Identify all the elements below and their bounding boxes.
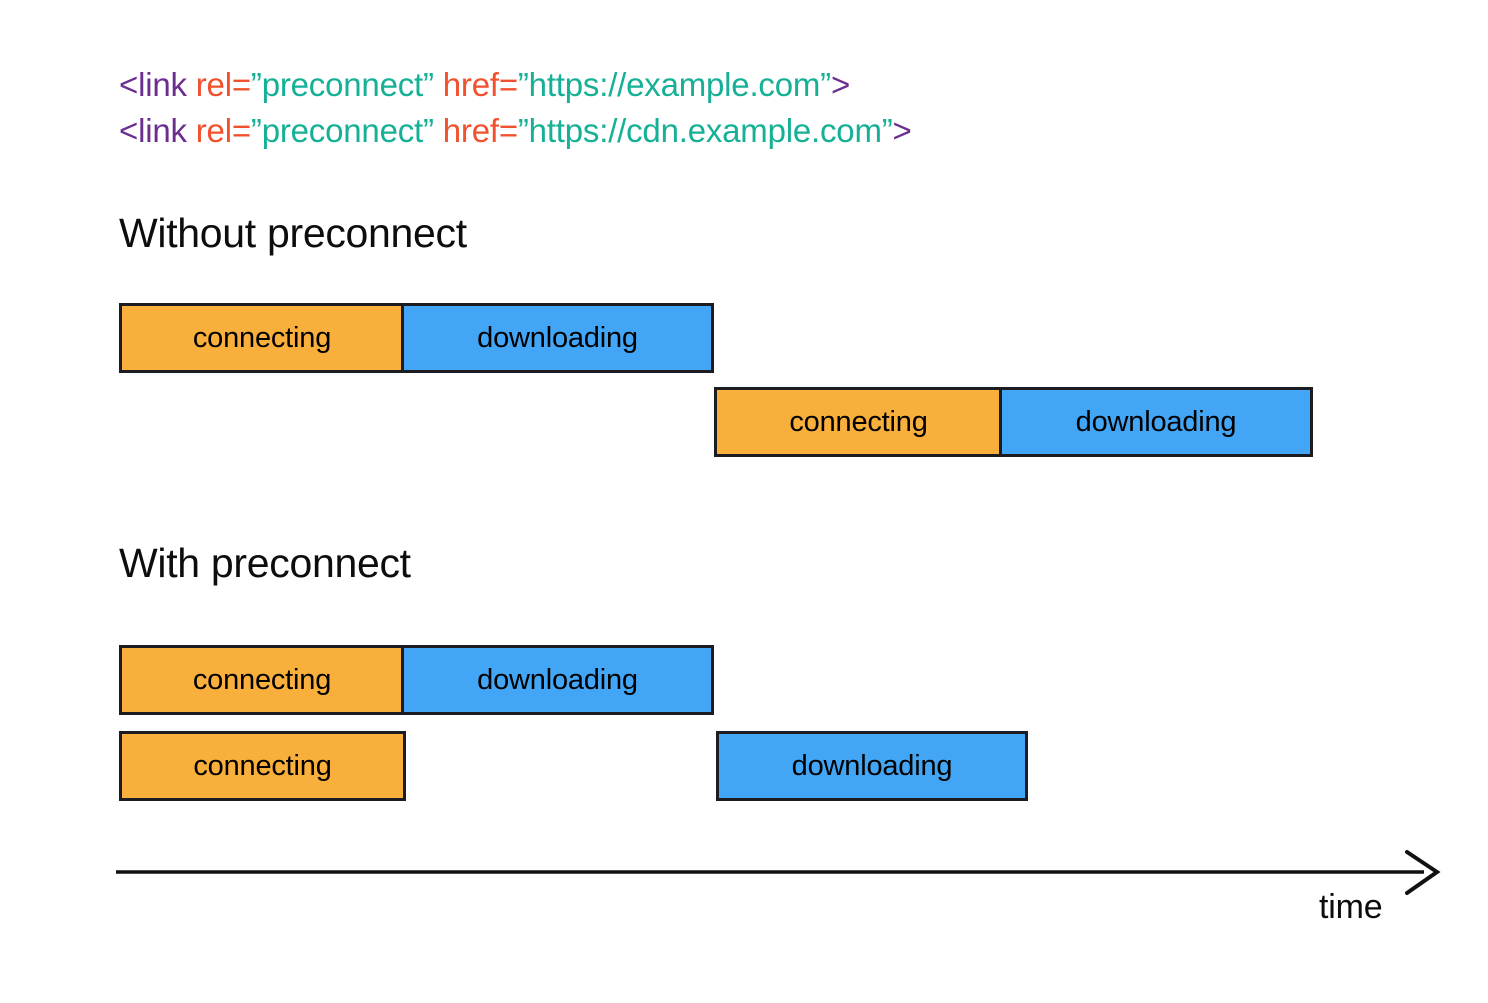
bar-segment-connecting: connecting xyxy=(119,645,405,715)
bar-label: connecting xyxy=(192,321,332,354)
code-value-rel: ”preconnect” xyxy=(250,66,443,103)
code-tag-open: <link xyxy=(119,112,196,149)
bar-segment-connecting: connecting xyxy=(119,303,405,373)
code-snippet: <link rel=”preconnect” href=”https://exa… xyxy=(119,62,912,154)
bar-label: connecting xyxy=(192,663,332,696)
timeline-row: connecting downloading xyxy=(0,303,1488,373)
bar-label: downloading xyxy=(1075,405,1237,438)
bar-label: downloading xyxy=(791,749,953,782)
code-attr-rel: rel= xyxy=(195,66,251,103)
bar-label: downloading xyxy=(477,321,638,354)
bar-segment-downloading: downloading xyxy=(401,645,714,715)
bar-segment-downloading: downloading xyxy=(401,303,714,373)
code-attr-rel: rel= xyxy=(195,112,251,149)
section-heading-with-preconnect: With preconnect xyxy=(119,540,411,586)
code-attr-href: href= xyxy=(442,112,518,149)
timeline-row: connecting downloading xyxy=(0,387,1488,457)
time-axis-arrow xyxy=(116,850,1441,895)
section-heading-without-preconnect: Without preconnect xyxy=(119,210,467,256)
bar-label: connecting xyxy=(789,405,928,438)
timeline-row: connecting downloading xyxy=(0,645,1488,715)
code-value-href: ”https://cdn.example.com” xyxy=(517,112,893,149)
bar-segment-connecting: connecting xyxy=(119,731,406,801)
code-tag-close: > xyxy=(830,66,851,103)
bar-label: connecting xyxy=(193,749,332,782)
code-attr-href: href= xyxy=(442,66,518,103)
bar-label: downloading xyxy=(477,663,638,696)
bar-segment-downloading: downloading xyxy=(999,387,1313,457)
code-line-1: <link rel=”preconnect” href=”https://exa… xyxy=(119,62,912,108)
bar-segment-downloading: downloading xyxy=(716,731,1028,801)
time-axis-label: time xyxy=(1319,888,1383,926)
code-value-href: ”https://example.com” xyxy=(517,66,831,103)
code-line-2: <link rel=”preconnect” href=”https://cdn… xyxy=(119,108,912,154)
bar-segment-connecting: connecting xyxy=(714,387,1003,457)
code-value-rel: ”preconnect” xyxy=(250,112,443,149)
timeline-row: connecting downloading xyxy=(0,731,1488,801)
code-tag-open: <link xyxy=(119,66,196,103)
code-tag-close: > xyxy=(892,112,912,149)
